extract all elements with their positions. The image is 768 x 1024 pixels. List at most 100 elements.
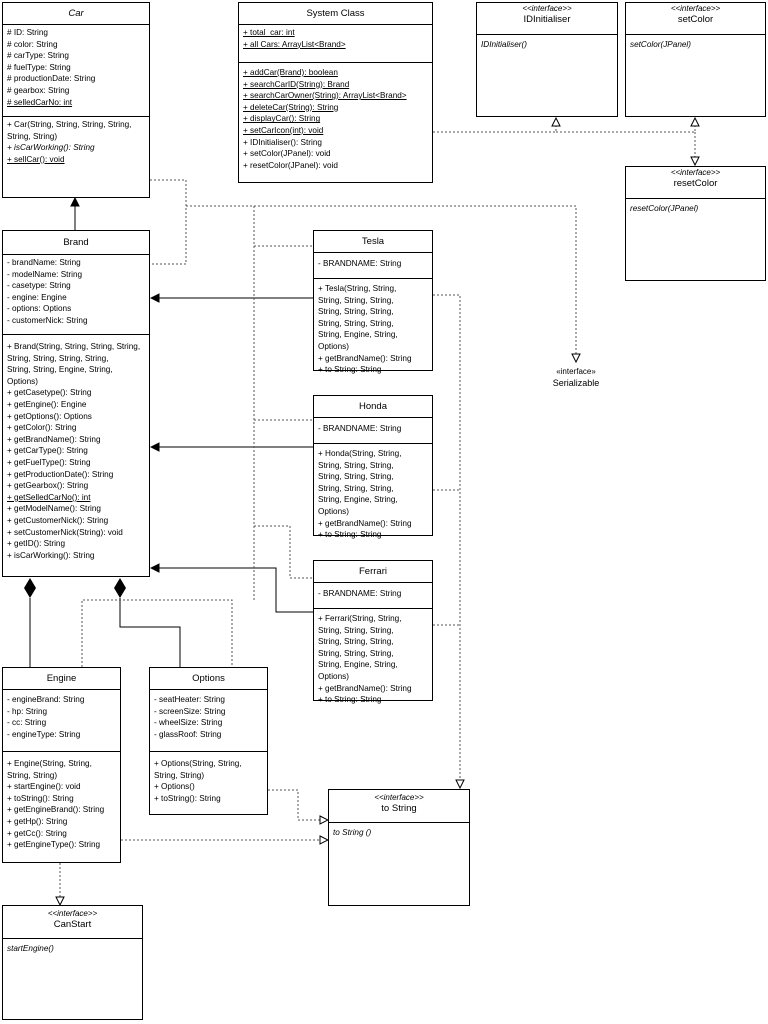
- class-header: Car: [3, 3, 149, 25]
- car-brand-dashed: [150, 179, 187, 265]
- attribute: - brandName: String: [7, 258, 81, 267]
- attribute-section: - BRANDNAME: String: [314, 583, 432, 609]
- method: + getCasetype(): String: [7, 388, 92, 398]
- interface-name: IDInitialiser: [523, 14, 571, 25]
- stereotype: <<interface>>: [522, 4, 572, 13]
- method-section: startEngine(): [3, 939, 142, 957]
- method-section: resetColor(JPanel): [626, 199, 765, 217]
- ferrari-dashed: [254, 525, 314, 579]
- method: + Car(String, String, String, String,: [7, 120, 132, 129]
- tesla-class[interactable]: Tesla - BRANDNAME: String + Tesla(String…: [313, 230, 433, 374]
- class-name: Tesla: [361, 236, 385, 247]
- method: to String (): [333, 828, 372, 837]
- attribute: # ID: String: [7, 28, 48, 37]
- method: + searchCarID(String): Brand: [243, 79, 350, 89]
- method: + to String: String: [318, 530, 382, 540]
- serializable-dashed: [81, 599, 233, 668]
- method-section: + Tesla(String, String, String, String, …: [314, 279, 432, 378]
- attribute: # color: String: [7, 39, 58, 49]
- method: + Honda(String, String,: [318, 449, 402, 458]
- method: + getEngineType(): String: [7, 840, 101, 850]
- method: + getProductionDate(): String: [7, 469, 114, 479]
- attribute: - modelName: String: [7, 269, 83, 279]
- method: + getBrandName(): String: [318, 353, 412, 363]
- attribute: # gearbox: String: [7, 85, 70, 95]
- method: Options): [318, 671, 349, 681]
- method-section: + Options(String, String, String, String…: [150, 752, 267, 806]
- system-class[interactable]: System Class + total_car: int + all Cars…: [238, 2, 433, 183]
- method: + getGearbox(): String: [7, 481, 89, 491]
- method: + getSelledCarNo(): int: [7, 492, 91, 502]
- method: IDInitialiser(): [481, 40, 527, 49]
- attribute: # fuelType: String: [7, 62, 71, 72]
- brand-class[interactable]: Brand - brandName: String - modelName: S…: [2, 230, 150, 577]
- attribute: - screenSize: String: [154, 706, 226, 716]
- method: + getCc(): String: [7, 828, 67, 838]
- attribute: - seatHeater: String: [154, 695, 225, 704]
- method: + toString(): String: [154, 793, 221, 803]
- composition-diamond-engine: [24, 578, 36, 598]
- brand-options-composition: [119, 598, 181, 667]
- method: + Ferrari(String, String,: [318, 614, 402, 623]
- stereotype: <<interface>>: [374, 793, 424, 802]
- method: String, String, String,: [318, 460, 394, 470]
- method: Options): [318, 341, 349, 351]
- method: + setCarIcon(int): void: [243, 125, 324, 135]
- class-name: Car: [68, 8, 84, 19]
- attribute: - BRANDNAME: String: [318, 424, 402, 433]
- honda-class[interactable]: Honda - BRANDNAME: String + Honda(String…: [313, 395, 433, 539]
- class-name: Options: [192, 673, 225, 684]
- interface-header: <<interface>> to String: [329, 790, 469, 823]
- car-class[interactable]: Car # ID: String # color: String # carTy…: [2, 2, 150, 198]
- system-setcolor: [556, 118, 695, 133]
- attribute: - cc: String: [7, 718, 47, 728]
- method: String, Engine, String,: [318, 495, 398, 505]
- method: + getBrandName(): String: [318, 683, 412, 693]
- canstart-interface[interactable]: <<interface>> CanStart startEngine(): [2, 905, 143, 1020]
- attribute: - BRANDNAME: String: [318, 589, 402, 598]
- method: + Options(): [154, 782, 195, 792]
- method: + searchCarOwner(String): ArrayList<Bran…: [243, 91, 407, 101]
- method: + Engine(String, String,: [7, 759, 92, 768]
- attribute: # productionDate: String: [7, 74, 96, 84]
- method: String, String, String, String,: [7, 353, 109, 363]
- interface-name: to String: [381, 803, 417, 814]
- class-name: Honda: [359, 401, 387, 412]
- method-section: setColor(JPanel): [626, 35, 765, 53]
- resetcolor-interface[interactable]: <<interface>> resetColor resetColor(JPan…: [625, 166, 766, 281]
- attribute-section: + total_car: int + all Cars: ArrayList<B…: [239, 25, 432, 63]
- method: + isCarWorking(): String: [7, 143, 95, 153]
- method: + setCustomerNick(String): void: [7, 527, 123, 537]
- setcolor-interface[interactable]: <<interface>> setColor setColor(JPanel): [625, 2, 766, 117]
- ferrari-class[interactable]: Ferrari - BRANDNAME: String + Ferrari(St…: [313, 560, 433, 704]
- attribute: - engineBrand: String: [7, 695, 85, 704]
- method: + isCarWorking(): String: [7, 550, 95, 560]
- stereotype: <<interface>>: [670, 4, 721, 13]
- method: + sellCar(): void: [7, 154, 65, 164]
- method: String, String, String,: [318, 648, 394, 658]
- method: + getBrandName(): String: [7, 434, 101, 444]
- method: String, String): [7, 131, 58, 141]
- serializable-interface[interactable]: «interface» Serializable: [520, 367, 632, 389]
- engine-class[interactable]: Engine - engineBrand: String - hp: Strin…: [2, 667, 121, 863]
- tostring-interface[interactable]: <<interface>> to String to String (): [328, 789, 470, 906]
- method-section: IDInitialiser(): [477, 35, 617, 53]
- method: String, Engine, String,: [318, 330, 398, 340]
- class-header: Tesla: [314, 231, 432, 253]
- options-class[interactable]: Options - seatHeater: String - screenSiz…: [149, 667, 268, 815]
- system-idinit: [433, 118, 556, 133]
- class-name: Brand: [63, 237, 89, 248]
- method: String, String, String,: [318, 472, 394, 482]
- interface-header: <<interface>> resetColor: [626, 167, 765, 199]
- stereotype: <<interface>>: [47, 909, 98, 918]
- attribute: - glassRoof: String: [154, 729, 222, 739]
- method: + addCar(Brand): boolean: [243, 68, 338, 77]
- stereotype: «interface»: [556, 367, 596, 376]
- attribute-section: - BRANDNAME: String: [314, 418, 432, 444]
- method: + startEngine(): void: [7, 782, 81, 792]
- method: + getEngine(): Engine: [7, 399, 87, 409]
- method: + getID(): String: [7, 539, 66, 549]
- idinitialiser-interface[interactable]: <<interface>> IDInitialiser IDInitialise…: [476, 2, 618, 117]
- method: Options): [318, 506, 349, 516]
- method: + getOptions(): Options: [7, 411, 92, 421]
